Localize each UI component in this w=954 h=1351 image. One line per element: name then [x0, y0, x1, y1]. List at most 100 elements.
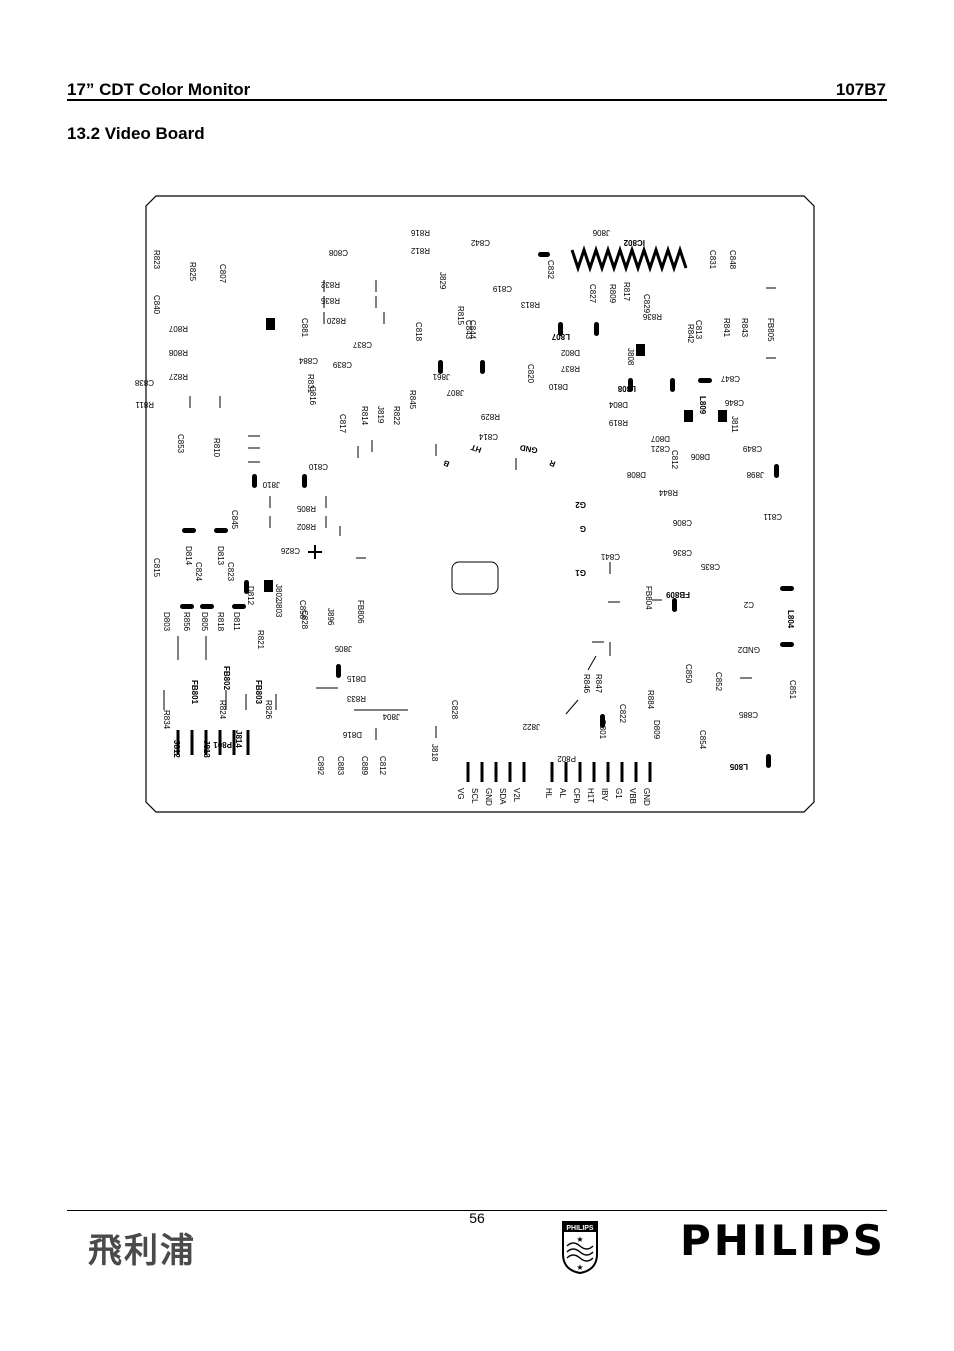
component-label-r811: R811 — [135, 400, 154, 409]
board-outline — [145, 195, 815, 813]
component-label-r802: R802 — [296, 522, 316, 531]
component-label-c810: C810 — [308, 462, 328, 471]
component-label-r827: R827 — [168, 372, 188, 381]
component-label-r842: R842 — [686, 324, 695, 344]
component-label-c838: C838 — [134, 378, 154, 387]
solder-pad — [182, 528, 196, 533]
component-label-j802: J802 — [274, 584, 283, 602]
component-label-l807: L807 — [551, 332, 570, 341]
component-label-r832: R832 — [320, 280, 340, 289]
component-label-j814: J814 — [234, 730, 243, 748]
connector-pin-label: VG — [456, 788, 465, 800]
square-pad — [718, 410, 727, 422]
component-label-c813: C813 — [694, 320, 703, 340]
component-label-r812: R812 — [410, 246, 430, 255]
component-label-d802: D802 — [560, 348, 580, 357]
component-label-fb805: FB805 — [766, 318, 775, 342]
philips-wordmark: PHILIPS — [680, 1216, 886, 1265]
solder-pad — [232, 604, 246, 609]
solder-pad — [214, 528, 228, 533]
component-label-c829: C829 — [642, 294, 651, 314]
connector-pin-label: CFb — [572, 788, 581, 804]
component-label-r844: R844 — [658, 488, 678, 497]
component-label-ic802: IC802 — [623, 238, 645, 247]
signal-label-r: R — [548, 458, 557, 469]
component-label-c835: C835 — [700, 562, 720, 571]
component-label-c839: C839 — [332, 360, 352, 369]
component-label-r823: R823 — [152, 250, 161, 270]
component-label-d801: D801 — [598, 720, 607, 740]
component-label-r837: R837 — [560, 364, 580, 373]
component-label-c885: C885 — [738, 710, 758, 719]
component-label-d814: D814 — [184, 546, 193, 566]
component-label-fb801: FB801 — [190, 680, 199, 705]
component-label-j829: J829 — [438, 272, 447, 290]
component-label-c849: C849 — [742, 444, 762, 453]
component-label-c821: C821 — [650, 444, 670, 453]
ic802-pins — [570, 245, 688, 273]
document-title: 17” CDT Color Monitor — [67, 80, 251, 99]
component-label-c851: C851 — [788, 680, 797, 700]
component-label-c883: C883 — [336, 756, 345, 776]
component-label-c822: C822 — [618, 704, 627, 724]
component-label-c806: C806 — [672, 518, 692, 527]
solder-pad — [780, 642, 794, 647]
solder-pad — [780, 586, 794, 591]
solder-pad — [766, 754, 771, 768]
component-label-c828: C828 — [300, 610, 309, 630]
connector-pin-label: GND — [484, 788, 493, 806]
component-label-r833: R833 — [346, 694, 366, 703]
component-label-fb804: FB804 — [644, 586, 653, 610]
square-pad — [684, 410, 693, 422]
solder-pad — [538, 252, 550, 257]
connector-pin-label: AL — [558, 788, 567, 798]
component-label-r815: R815 — [456, 306, 465, 326]
component-label-c812: C812 — [378, 756, 387, 776]
solder-pad — [302, 474, 307, 488]
connector-pin-label: IBV — [600, 788, 609, 802]
signal-label-g1: G1 — [575, 568, 586, 577]
philips-shield-logo: PHILIPS ★ ★ — [561, 1220, 599, 1275]
component-label-c881: C881 — [300, 318, 309, 338]
component-label-c814: C814 — [478, 432, 498, 441]
component-label-d806: D806 — [690, 452, 710, 461]
component-label-p802: P802 — [557, 754, 576, 763]
connector-pin-label: GND — [642, 788, 651, 806]
component-label-d811: D811 — [232, 612, 241, 631]
component-label-r818: R818 — [216, 612, 225, 632]
component-label-d807: D807 — [650, 434, 670, 443]
component-label-r843: R843 — [740, 318, 749, 338]
signal-label-b: B — [442, 458, 451, 469]
connector-pin-label: SDA — [498, 788, 507, 805]
component-label-c892: C892 — [316, 756, 325, 776]
component-label-r814: R814 — [360, 406, 369, 426]
component-label-j810: J810 — [262, 480, 280, 489]
component-label-c841: C841 — [600, 552, 620, 561]
connector-pin-label: V2L — [512, 788, 521, 803]
component-label-c816: C816 — [308, 386, 317, 406]
solder-pad — [180, 604, 194, 609]
solder-pad — [670, 378, 675, 392]
component-label-r834: R834 — [162, 710, 171, 730]
component-label-j818: J818 — [430, 744, 439, 762]
component-label-c818: C818 — [414, 322, 423, 342]
component-label-j804: J804 — [382, 712, 400, 721]
connector-pin-label: SCL — [470, 788, 479, 804]
solder-pad — [244, 580, 249, 594]
component-label-r820: R820 — [326, 316, 346, 325]
component-label-r831: R831 — [306, 374, 315, 394]
component-label-r836: R836 — [642, 312, 662, 321]
solder-pad — [558, 322, 563, 336]
component-label-j806: J806 — [592, 228, 610, 237]
component-label-d803: D803 — [162, 612, 171, 632]
component-label-r810: R810 — [212, 438, 221, 458]
component-label-c846: C846 — [724, 398, 744, 407]
component-label-r822: R822 — [392, 406, 401, 426]
solder-pad — [200, 604, 214, 609]
component-label-d815: D815 — [346, 674, 366, 683]
signal-label-g2: G2 — [575, 500, 586, 509]
page-number: 56 — [469, 1210, 485, 1226]
component-label-fb802: FB802 — [222, 666, 231, 691]
solder-pad — [336, 664, 341, 678]
